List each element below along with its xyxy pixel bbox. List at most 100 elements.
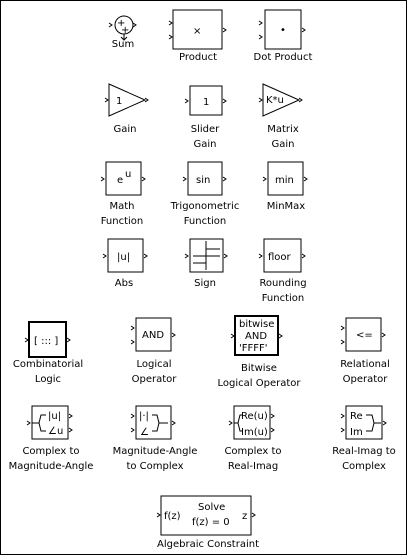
logical-operator-glyph: AND xyxy=(142,330,164,341)
rounding-function-label-line2: Function xyxy=(261,293,305,304)
c2ri-glyph-top: Re(u) xyxy=(241,411,268,422)
c2ma-glyph-top: |u| xyxy=(48,411,61,422)
algebraic-constraint-glyph-out: z xyxy=(242,511,247,522)
complex-to-magnitude-angle-block[interactable]: |u| ∠u xyxy=(26,405,75,441)
complex-to-magnitude-angle-label-line2: Magnitude-Angle xyxy=(8,461,94,472)
complex-to-magnitude-angle-label-line1: Complex to xyxy=(22,446,80,457)
product-label: Product xyxy=(179,52,217,63)
math-function-glyph-sup: u xyxy=(125,169,131,180)
relational-operator-label-line2: Operator xyxy=(342,374,388,385)
real-imag-to-complex-label-line2: Complex xyxy=(342,461,386,472)
sum-plus-top: + xyxy=(117,18,125,29)
matrix-gain-glyph: K*u xyxy=(266,95,284,106)
complex-to-real-imag-icon: Re(u) Im(u) xyxy=(228,405,275,440)
bitwise-logical-operator-label-line2: Logical Operator xyxy=(217,378,301,389)
product-glyph: × xyxy=(193,26,201,37)
slider-gain-glyph: 1 xyxy=(203,97,209,108)
complex-to-real-imag-block[interactable]: Re(u) Im(u) xyxy=(228,405,277,441)
c2ri-glyph-bottom: Im(u) xyxy=(241,427,268,438)
combinatorial-logic-block[interactable]: [ ::: ] xyxy=(24,321,71,359)
logical-operator-icon: AND xyxy=(130,317,176,352)
real-imag-to-complex-label-line1: Real-Imag to xyxy=(332,446,396,457)
matrix-gain-label-line1: Matrix xyxy=(267,124,299,135)
minmax-icon: min xyxy=(262,161,308,196)
bitwise-logical-operator-label-line1: Bitwise xyxy=(241,363,277,374)
gain-label: Gain xyxy=(113,124,137,135)
logical-operator-block[interactable]: AND xyxy=(130,317,177,353)
gain-glyph: 1 xyxy=(116,96,122,107)
abs-block[interactable]: |u| xyxy=(102,238,149,274)
bitwise-glyph-line3: 'FFFF' xyxy=(239,343,268,354)
minmax-block[interactable]: min xyxy=(262,161,309,197)
math-function-glyph: e xyxy=(117,175,123,186)
bitwise-logical-operator-block[interactable]: bitwise AND 'FFFF' xyxy=(230,315,283,357)
abs-icon: |u| xyxy=(102,238,148,273)
algebraic-constraint-glyph-in: f(z) xyxy=(164,511,181,522)
rounding-function-block[interactable]: floor xyxy=(258,238,307,274)
slider-gain-label-line2: Gain xyxy=(193,139,217,150)
complex-to-real-imag-label-line1: Complex to xyxy=(224,446,282,457)
real-imag-to-complex-block[interactable]: Re Im xyxy=(340,405,389,441)
magnitude-angle-to-complex-icon: |·| ∠ xyxy=(130,405,176,440)
relational-operator-label-line1: Relational xyxy=(340,359,390,370)
relational-operator-glyph: <= xyxy=(356,330,373,341)
algebraic-constraint-glyph-line1: Solve xyxy=(198,502,225,513)
rounding-function-icon: floor xyxy=(258,238,306,273)
dot-product-glyph: • xyxy=(280,25,286,36)
slider-gain-block[interactable]: 1 xyxy=(184,85,229,117)
bitwise-glyph-line1: bitwise xyxy=(239,319,274,330)
math-function-icon: e u xyxy=(100,161,146,196)
combinatorial-logic-label-line2: Logic xyxy=(34,374,62,385)
magnitude-angle-to-complex-label-line1: Magnitude-Angle xyxy=(112,446,198,457)
abs-glyph: |u| xyxy=(117,252,130,263)
c2ma-glyph-bottom: ∠u xyxy=(48,426,63,437)
dot-product-icon: • xyxy=(258,9,306,50)
dot-product-label: Dot Product xyxy=(253,52,313,63)
algebraic-constraint-icon: f(z) Solve f(z) = 0 z xyxy=(156,495,256,536)
sign-block[interactable] xyxy=(184,238,229,274)
matrix-gain-block[interactable]: K*u xyxy=(258,83,305,119)
gain-block[interactable]: 1 xyxy=(104,83,151,119)
trigonometric-function-label-line2: Function xyxy=(183,216,227,227)
math-function-block[interactable]: e u xyxy=(100,161,149,197)
sum-plus-bottom: + xyxy=(121,25,129,36)
trigonometric-function-icon: sin xyxy=(182,161,227,196)
product-icon: × xyxy=(168,9,227,50)
combinatorial-logic-icon: [ ::: ] xyxy=(24,321,71,358)
trigonometric-function-label-line1: Trigonometric xyxy=(170,201,240,212)
ri2c-glyph-bottom: Im xyxy=(350,427,363,438)
sign-label: Sign xyxy=(194,278,216,289)
matrix-gain-label-line2: Gain xyxy=(271,139,295,150)
minmax-label: MinMax xyxy=(266,201,306,212)
relational-operator-icon: <= xyxy=(340,317,386,352)
trigonometric-function-glyph: sin xyxy=(196,175,210,186)
algebraic-constraint-glyph-line2: f(z) = 0 xyxy=(192,517,230,528)
logical-operator-label-line2: Operator xyxy=(131,374,177,385)
sum-label: Sum xyxy=(111,39,135,50)
real-imag-to-complex-icon: Re Im xyxy=(340,405,387,440)
trigonometric-function-block[interactable]: sin xyxy=(182,161,229,197)
algebraic-constraint-block[interactable]: f(z) Solve f(z) = 0 z xyxy=(156,495,259,537)
sum-icon: + + xyxy=(108,15,137,41)
ri2c-glyph-top: Re xyxy=(350,411,363,422)
product-block[interactable]: × xyxy=(167,9,229,51)
combinatorial-logic-label-line1: Combinatorial xyxy=(12,359,84,370)
sum-block[interactable]: + + xyxy=(108,11,139,41)
sign-icon xyxy=(184,238,228,273)
complex-to-magnitude-angle-icon: |u| ∠u xyxy=(26,405,73,440)
ma2c-glyph-bottom: ∠ xyxy=(140,427,149,438)
magnitude-angle-to-complex-block[interactable]: |·| ∠ xyxy=(130,405,177,441)
rounding-function-label-line1: Rounding xyxy=(259,278,307,289)
complex-to-real-imag-label-line2: Real-Imag xyxy=(227,461,279,472)
relational-operator-block[interactable]: <= xyxy=(340,317,387,353)
minmax-glyph: min xyxy=(275,175,294,186)
dot-product-block[interactable]: • xyxy=(257,9,307,51)
combinatorial-logic-glyph: [ ::: ] xyxy=(34,336,58,347)
matrix-gain-icon: K*u xyxy=(258,83,303,117)
math-function-label-line2: Function xyxy=(100,216,144,227)
gain-icon: 1 xyxy=(104,83,149,117)
magnitude-angle-to-complex-label-line2: to Complex xyxy=(126,461,184,472)
ma2c-glyph-top: |·| xyxy=(139,411,149,422)
slider-gain-icon: 1 xyxy=(184,85,227,116)
